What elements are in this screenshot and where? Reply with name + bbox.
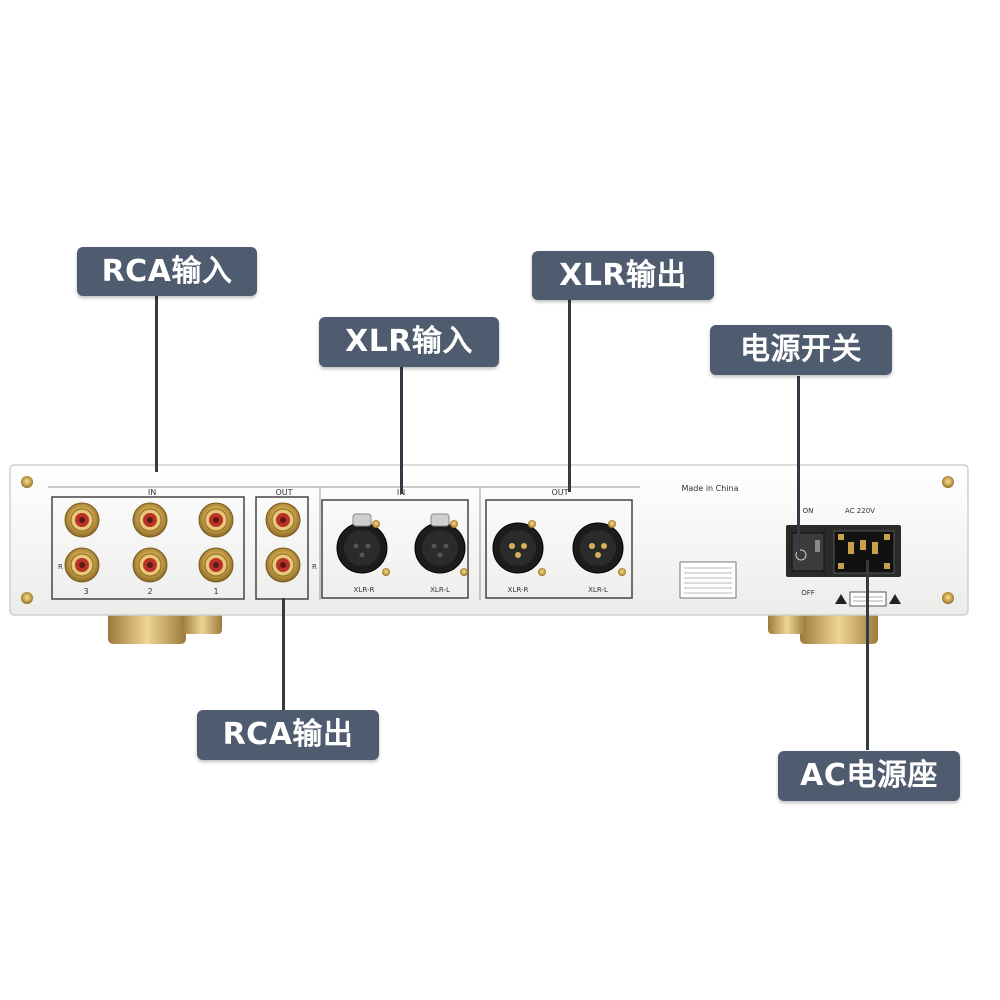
- foot-left-front: [108, 612, 186, 644]
- xlr-in-l-label: XLR-L: [430, 586, 450, 594]
- screw-icon: [21, 592, 33, 604]
- xlr-female-connector[interactable]: [336, 513, 390, 576]
- screw-icon: [608, 520, 616, 528]
- foot-left-rear: [182, 612, 222, 634]
- screw-icon: [942, 476, 954, 488]
- leader-xlr-in: [400, 367, 403, 494]
- made-in-label: Made in China: [681, 484, 738, 493]
- rca-channel-label: 3: [83, 587, 88, 596]
- screw-icon: [528, 520, 536, 528]
- rca-in-box: [51, 496, 245, 600]
- screw-icon: [21, 476, 33, 488]
- rca-out-label: OUT: [275, 488, 292, 497]
- screw-icon: [382, 568, 390, 576]
- leader-rca-out: [282, 598, 285, 710]
- xlr-out-r-label: XLR-R: [508, 586, 529, 594]
- side-r-label: R: [312, 563, 317, 571]
- side-r-label: R: [58, 563, 63, 571]
- leader-power-switch: [797, 376, 800, 554]
- callout-xlr-out: XLR输出: [532, 251, 714, 300]
- screw-icon: [942, 592, 954, 604]
- xlr-female-connector[interactable]: [414, 513, 468, 576]
- corner-screws: [21, 476, 954, 604]
- screw-icon: [450, 520, 458, 528]
- xlr-out-label: OUT: [551, 488, 568, 497]
- rca-channel-label: 1: [213, 587, 218, 596]
- rca-jack[interactable]: [198, 547, 234, 583]
- leader-rca-in: [155, 296, 158, 472]
- rca-jack[interactable]: [265, 547, 301, 583]
- spec-sticker: [679, 561, 737, 599]
- xlr-male-connector[interactable]: [492, 520, 546, 576]
- callout-power-switch: 电源开关: [710, 325, 892, 375]
- rca-jack[interactable]: [64, 547, 100, 583]
- rca-jack[interactable]: [132, 547, 168, 583]
- rca-jack[interactable]: [198, 502, 234, 538]
- off-label: OFF: [801, 589, 815, 597]
- rubber-feet: [108, 612, 878, 644]
- warning-icon: [835, 594, 847, 604]
- rca-input-jacks: [64, 502, 301, 583]
- rca-jack[interactable]: [265, 502, 301, 538]
- rca-channel-label: 2: [147, 587, 152, 596]
- rca-in-label: IN: [148, 488, 156, 497]
- leader-xlr-out: [568, 300, 571, 492]
- xlr-male-connector[interactable]: [572, 520, 626, 576]
- on-label: ON: [803, 507, 814, 515]
- rca-jack[interactable]: [64, 502, 100, 538]
- xlr-out-l-label: XLR-L: [588, 586, 608, 594]
- rca-jack[interactable]: [132, 502, 168, 538]
- foot-right-rear: [768, 612, 806, 634]
- leader-ac-socket: [866, 560, 869, 750]
- warning-icon: [889, 594, 901, 604]
- callout-xlr-in: XLR输入: [319, 317, 499, 367]
- xlr-out-box: [485, 499, 633, 599]
- screw-icon: [618, 568, 626, 576]
- foot-right-front: [800, 612, 878, 644]
- screw-icon: [538, 568, 546, 576]
- screw-icon: [372, 520, 380, 528]
- screw-icon: [460, 568, 468, 576]
- power-symbol-icon: [795, 549, 807, 561]
- xlr-in-box: [321, 499, 469, 599]
- callout-ac-socket: AC电源座: [778, 751, 960, 801]
- callout-rca-in: RCA输入: [77, 247, 257, 296]
- xlr-connectors: [336, 513, 626, 576]
- callout-rca-out: RCA输出: [197, 710, 379, 760]
- ac-rating-label: AC 220V: [845, 507, 875, 515]
- xlr-in-r-label: XLR-R: [354, 586, 375, 594]
